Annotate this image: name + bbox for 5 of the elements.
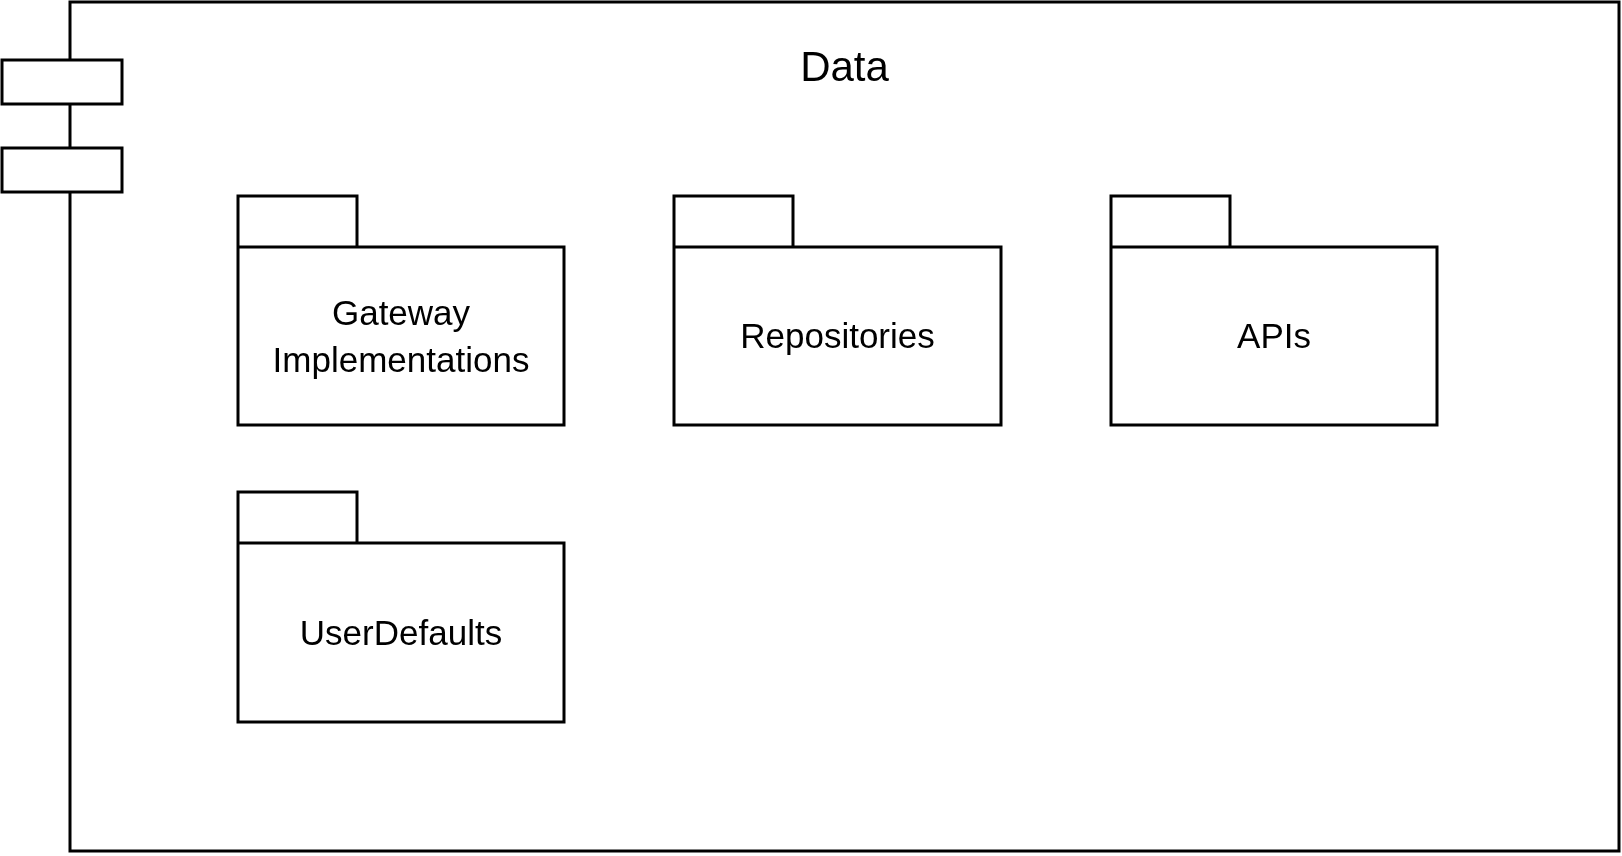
package-label: APIs (1236, 315, 1312, 358)
package-label: Repositories (739, 315, 936, 358)
package-label: UserDefaults (298, 611, 504, 654)
component-title: Data (799, 44, 890, 91)
package-label: Gateway Implementations (271, 291, 531, 381)
